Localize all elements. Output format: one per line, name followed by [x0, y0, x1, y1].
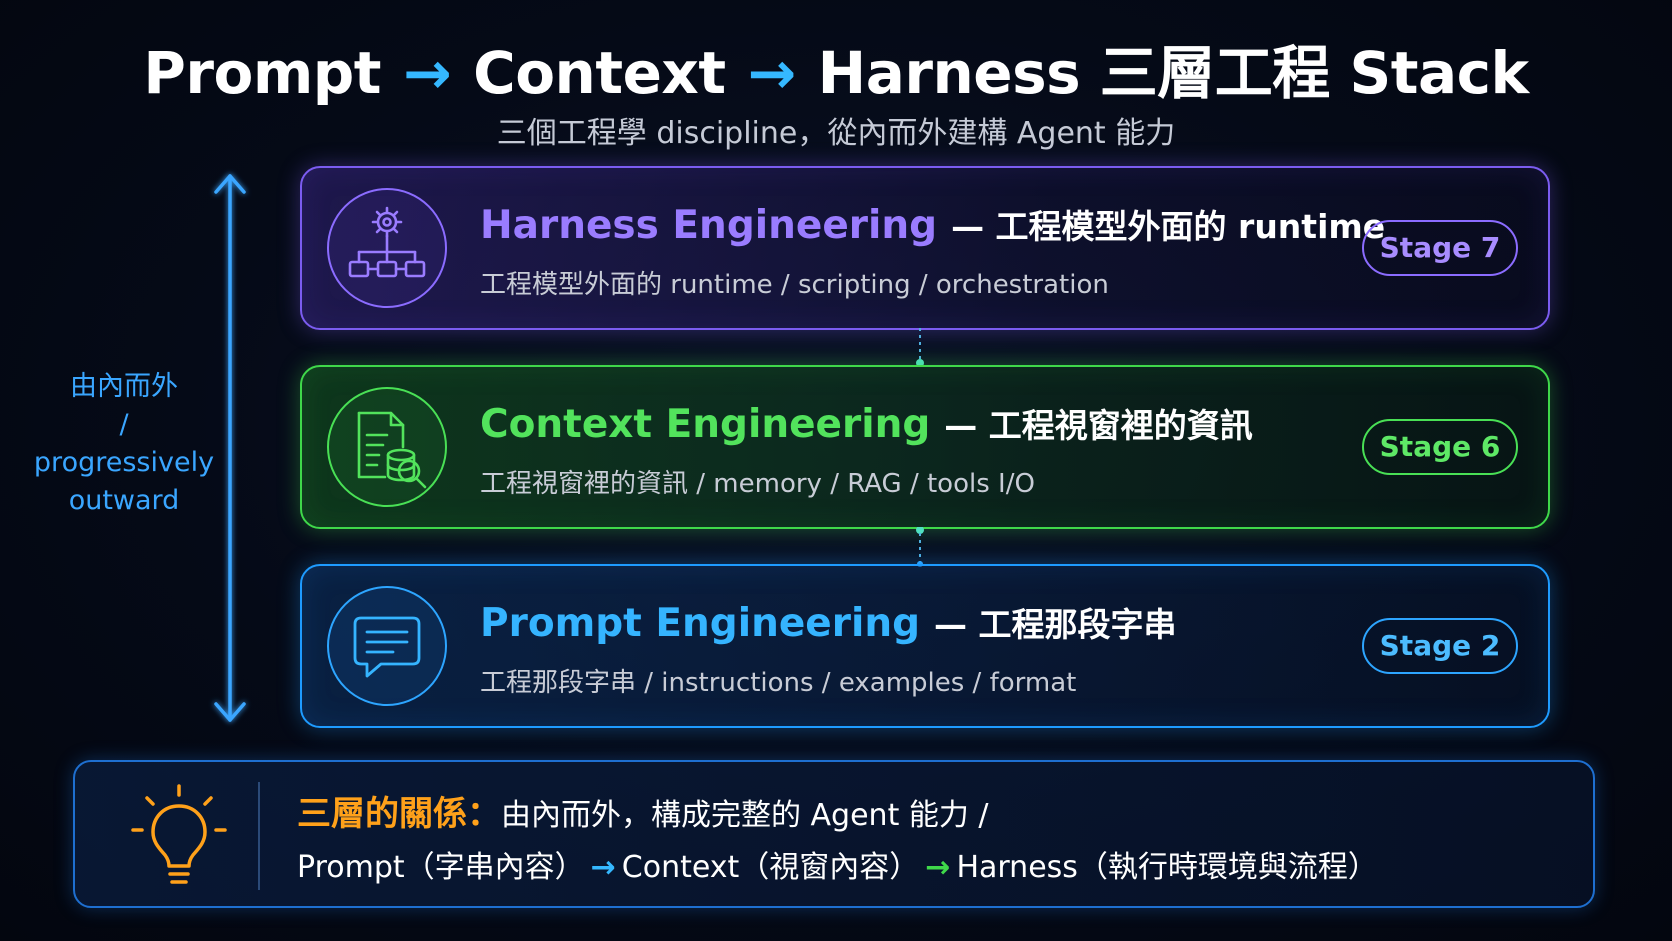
prompt-icon-circle: [327, 586, 447, 706]
relationship-line-2: Prompt（字串內容）→Context（視窗內容）→Harness（執行時環境…: [297, 842, 1378, 886]
vertical-double-arrow-icon: [214, 174, 246, 722]
side-label-en-2: outward: [68, 485, 180, 516]
side-label: 由內而外 / progressively outward: [24, 368, 224, 520]
arrow-right-icon: →: [590, 850, 616, 885]
title-arrow-icon: →: [403, 39, 452, 107]
prompt-desc: — 工程那段字串: [934, 605, 1177, 644]
lightbulb-icon: [131, 784, 227, 884]
bottom-divider: [258, 782, 260, 890]
document-database-search-icon: [357, 411, 427, 489]
side-label-slash: /: [119, 409, 129, 440]
relationship-line-1: 三層的關係：由內而外，構成完整的 Agent 能力 /: [297, 786, 989, 835]
page-title: Prompt → Context → Harness 三層工程 Stack: [0, 26, 1672, 110]
prompt-name: Prompt Engineering: [480, 601, 921, 646]
relationship-context: Context（視窗內容）: [621, 850, 920, 885]
context-subtitle: 工程視窗裡的資訊 / memory / RAG / tools I/O: [480, 469, 1035, 499]
connector-dotted-line: [916, 527, 924, 567]
arrow-right-icon: →: [925, 850, 951, 885]
prompt-subtitle: 工程那段字串 / instructions / examples / forma…: [480, 668, 1077, 698]
context-desc: — 工程視窗裡的資訊: [944, 406, 1253, 445]
title-prompt: Prompt: [143, 39, 382, 107]
harness-title: Harness Engineering — 工程模型外面的 runtime: [480, 200, 1385, 248]
page-subtitle: 三個工程學 discipline，從內而外建構 Agent 能力: [496, 116, 1176, 151]
context-title: Context Engineering — 工程視窗裡的資訊: [480, 399, 1253, 447]
side-label-en-1: progressively: [33, 447, 215, 478]
prompt-layer-card: Prompt Engineering — 工程那段字串 工程那段字串 / inst…: [300, 564, 1550, 728]
context-name: Context Engineering: [480, 402, 931, 447]
harness-subtitle: 工程模型外面的 runtime / scripting / orchestrat…: [480, 270, 1109, 300]
relationship-heading: 三層的關係：: [297, 794, 501, 834]
harness-name: Harness Engineering: [480, 203, 938, 248]
title-context: Context: [473, 39, 726, 107]
relationship-text: 由內而外，構成完整的 Agent 能力 /: [501, 798, 989, 833]
prompt-stage-badge: Stage 2: [1362, 618, 1518, 674]
side-label-zh: 由內而外: [70, 371, 178, 402]
harness-desc: — 工程模型外面的 runtime: [951, 207, 1386, 246]
context-stage-badge: Stage 6: [1362, 419, 1518, 475]
harness-stage-badge: Stage 7: [1362, 220, 1518, 276]
relationship-harness: Harness（執行時環境與流程）: [956, 850, 1378, 885]
connector-dotted-line: [916, 328, 924, 367]
context-icon-circle: [327, 387, 447, 507]
title-harness-stack: Harness 三層工程 Stack: [817, 39, 1529, 107]
harness-layer-card: Harness Engineering — 工程模型外面的 runtime 工程模…: [300, 166, 1550, 330]
context-layer-card: Context Engineering — 工程視窗裡的資訊 工程視窗裡的資訊 /…: [300, 365, 1550, 529]
gear-network-icon: [348, 206, 426, 278]
chat-bubble-icon: [353, 616, 421, 678]
relationship-summary-box: 三層的關係：由內而外，構成完整的 Agent 能力 / Prompt（字串內容）…: [73, 760, 1595, 908]
title-arrow-icon: →: [747, 39, 797, 107]
relationship-prompt: Prompt（字串內容）: [297, 850, 585, 885]
prompt-title: Prompt Engineering — 工程那段字串: [480, 598, 1177, 646]
harness-icon-circle: [327, 188, 447, 308]
